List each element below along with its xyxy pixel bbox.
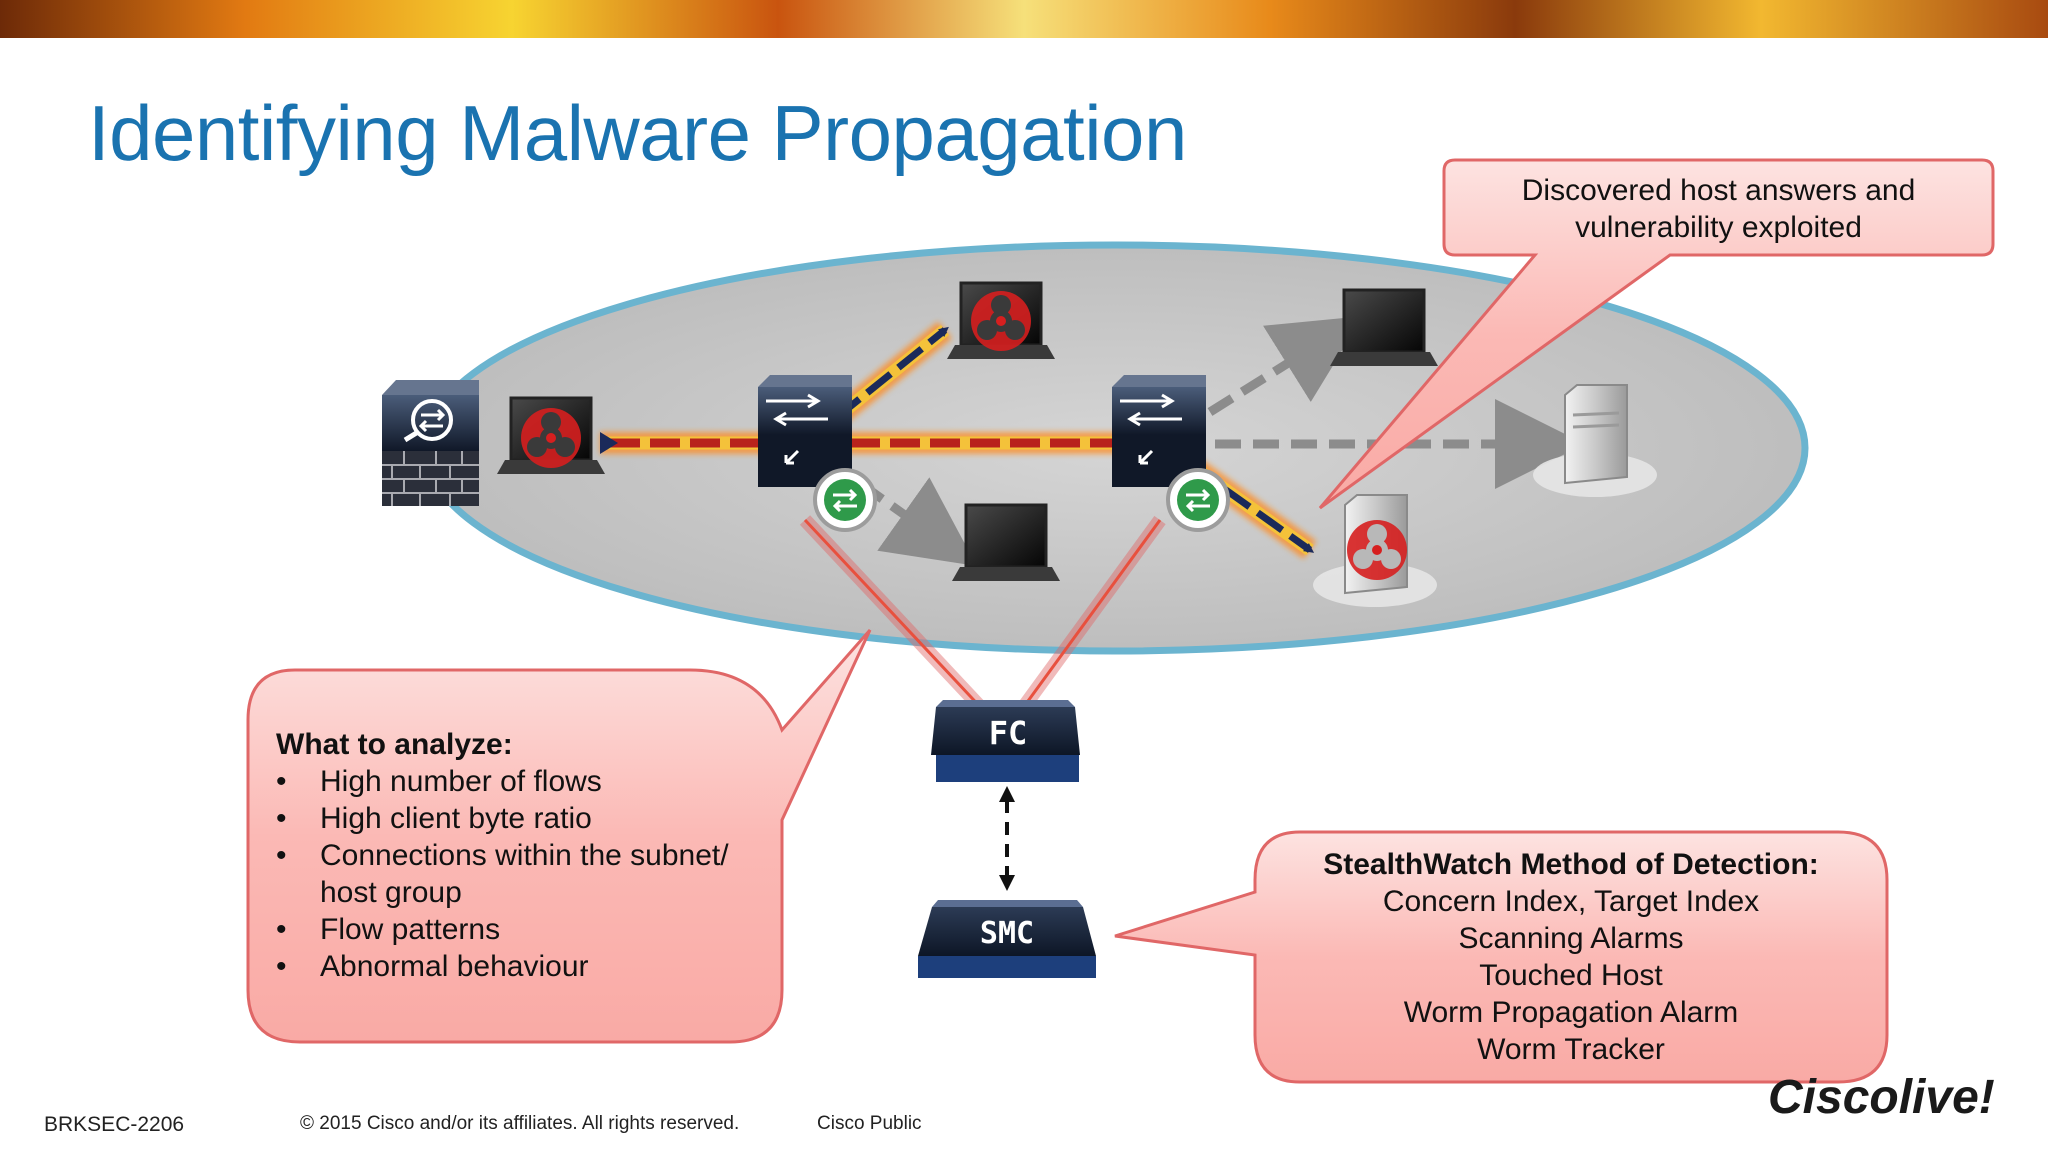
- footer-session-code: BRKSEC-2206: [44, 1113, 185, 1136]
- list-item: High number of flows: [276, 763, 776, 800]
- cisco-live-logo: Ciscolive!: [1768, 1071, 1995, 1124]
- analysis-list: High number of flows High client byte ra…: [276, 763, 776, 985]
- netflow-icon-left: [813, 468, 877, 532]
- callout-top: [1318, 158, 1995, 510]
- firewall-icon: [382, 380, 479, 506]
- list-item: Flow patterns: [276, 911, 776, 948]
- top-banner: [0, 0, 2048, 38]
- infected-server-icon: [1313, 494, 1437, 607]
- footer-copyright: © 2015 Cisco and/or its affiliates. All …: [300, 1113, 740, 1134]
- logo-text: Ciscolive!: [1768, 1071, 1995, 1124]
- callout-top-text: Discovered host answers and vulnerabilit…: [1444, 172, 1993, 246]
- infected-laptop-top: [947, 281, 1055, 359]
- list-item: Abnormal behaviour: [276, 948, 776, 985]
- detection-method: Worm Propagation Alarm: [1403, 996, 1739, 1029]
- callout-top-line: Discovered host answers and: [1521, 174, 1916, 207]
- callout-right-heading: StealthWatch Method of Detection:: [1323, 848, 1819, 881]
- netflow-icon-right: [1166, 468, 1230, 532]
- footer-classification: Cisco Public: [817, 1113, 922, 1134]
- biohazard-icon: [521, 408, 581, 468]
- infected-laptop-left: [497, 396, 605, 474]
- detection-method: Concern Index, Target Index: [1382, 885, 1760, 918]
- biohazard-icon: [1347, 520, 1407, 580]
- server-icon-right: [1533, 384, 1657, 497]
- callout-right: [1114, 830, 1889, 1084]
- laptop-right: [1330, 288, 1438, 366]
- laptop-bottom: [952, 503, 1060, 581]
- detection-method: Worm Tracker: [1477, 1033, 1665, 1066]
- fc-label: FC: [989, 714, 1028, 752]
- flow-collector-device: FC: [931, 700, 1080, 782]
- callout-left-heading: What to analyze:: [276, 728, 513, 761]
- list-item: Connections within the subnet/ host grou…: [276, 837, 776, 911]
- detection-method: Touched Host: [1479, 959, 1663, 992]
- list-item: High client byte ratio: [276, 800, 776, 837]
- page-title: Identifying Malware Propagation: [88, 89, 1187, 177]
- fc-smc-link: [999, 786, 1015, 891]
- callout-right-text: StealthWatch Method of Detection: Concer…: [1255, 846, 1887, 1068]
- flow-export-lines: [799, 515, 1166, 717]
- biohazard-icon: [971, 291, 1031, 351]
- smc-device: SMC: [918, 900, 1096, 978]
- smc-label: SMC: [980, 916, 1034, 951]
- callout-top-line: vulnerability exploited: [1575, 211, 1862, 244]
- callout-left-text: What to analyze: High number of flows Hi…: [276, 726, 776, 985]
- detection-method: Scanning Alarms: [1458, 922, 1684, 955]
